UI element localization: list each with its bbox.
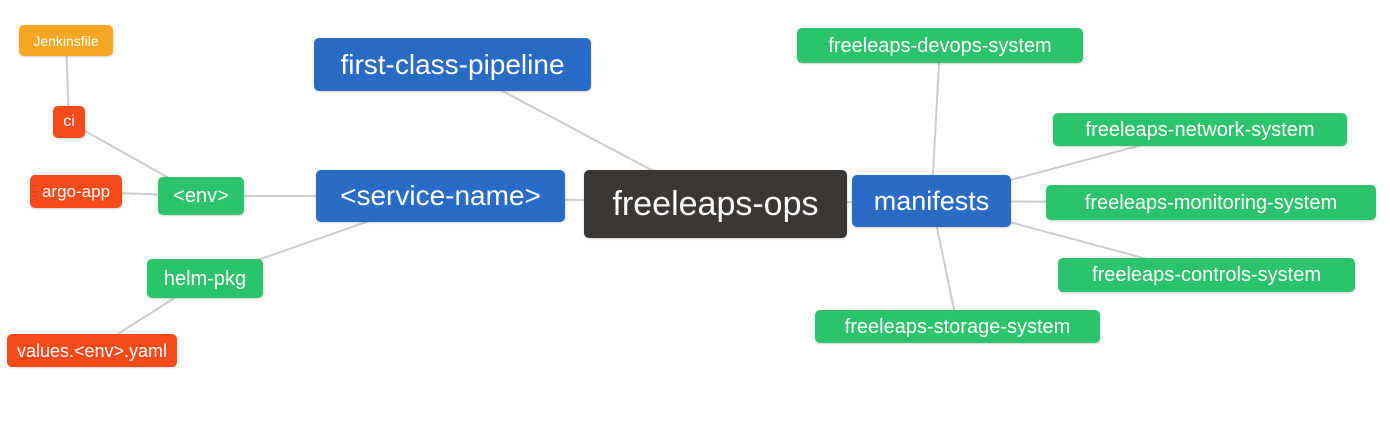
- node-label-freeleaps-ops: freeleaps-ops: [612, 185, 819, 223]
- node-label-freeleaps-monitoring-system: freeleaps-monitoring-system: [1084, 191, 1338, 214]
- node-label-jenkinsfile: Jenkinsfile: [33, 32, 99, 49]
- node-label-argo-app: argo-app: [41, 182, 111, 201]
- node-label-env: <env>: [173, 185, 229, 207]
- node-values-env-yaml[interactable]: values.<env>.yaml: [7, 334, 177, 367]
- node-ci[interactable]: ci: [53, 106, 85, 138]
- node-label-freeleaps-controls-system: freeleaps-controls-system: [1092, 264, 1321, 286]
- node-label-freeleaps-storage-system: freeleaps-storage-system: [844, 315, 1071, 338]
- node-argo-app[interactable]: argo-app: [30, 175, 122, 208]
- node-freeleaps-controls-system[interactable]: freeleaps-controls-system: [1058, 258, 1355, 292]
- node-env[interactable]: <env>: [158, 177, 244, 215]
- node-freeleaps-network-system[interactable]: freeleaps-network-system: [1053, 113, 1347, 146]
- node-label-helm-pkg: helm-pkg: [163, 267, 247, 290]
- node-service-name[interactable]: <service-name>: [316, 170, 565, 222]
- node-jenkinsfile[interactable]: Jenkinsfile: [19, 25, 113, 56]
- node-first-class-pipeline[interactable]: first-class-pipeline: [314, 38, 591, 91]
- node-label-service-name: <service-name>: [340, 180, 541, 211]
- node-manifests[interactable]: manifests: [852, 175, 1011, 227]
- node-label-first-class-pipeline: first-class-pipeline: [340, 48, 565, 80]
- node-label-values-env-yaml: values.<env>.yaml: [16, 340, 168, 361]
- node-label-ci: ci: [63, 113, 75, 130]
- node-label-freeleaps-devops-system: freeleaps-devops-system: [828, 34, 1052, 57]
- node-freeleaps-ops[interactable]: freeleaps-ops: [584, 170, 847, 238]
- node-label-manifests: manifests: [873, 185, 990, 216]
- node-label-freeleaps-network-system: freeleaps-network-system: [1085, 118, 1315, 141]
- node-freeleaps-devops-system[interactable]: freeleaps-devops-system: [797, 28, 1083, 63]
- node-freeleaps-storage-system[interactable]: freeleaps-storage-system: [815, 310, 1100, 343]
- node-freeleaps-monitoring-system[interactable]: freeleaps-monitoring-system: [1046, 185, 1376, 220]
- node-helm-pkg[interactable]: helm-pkg: [147, 259, 263, 298]
